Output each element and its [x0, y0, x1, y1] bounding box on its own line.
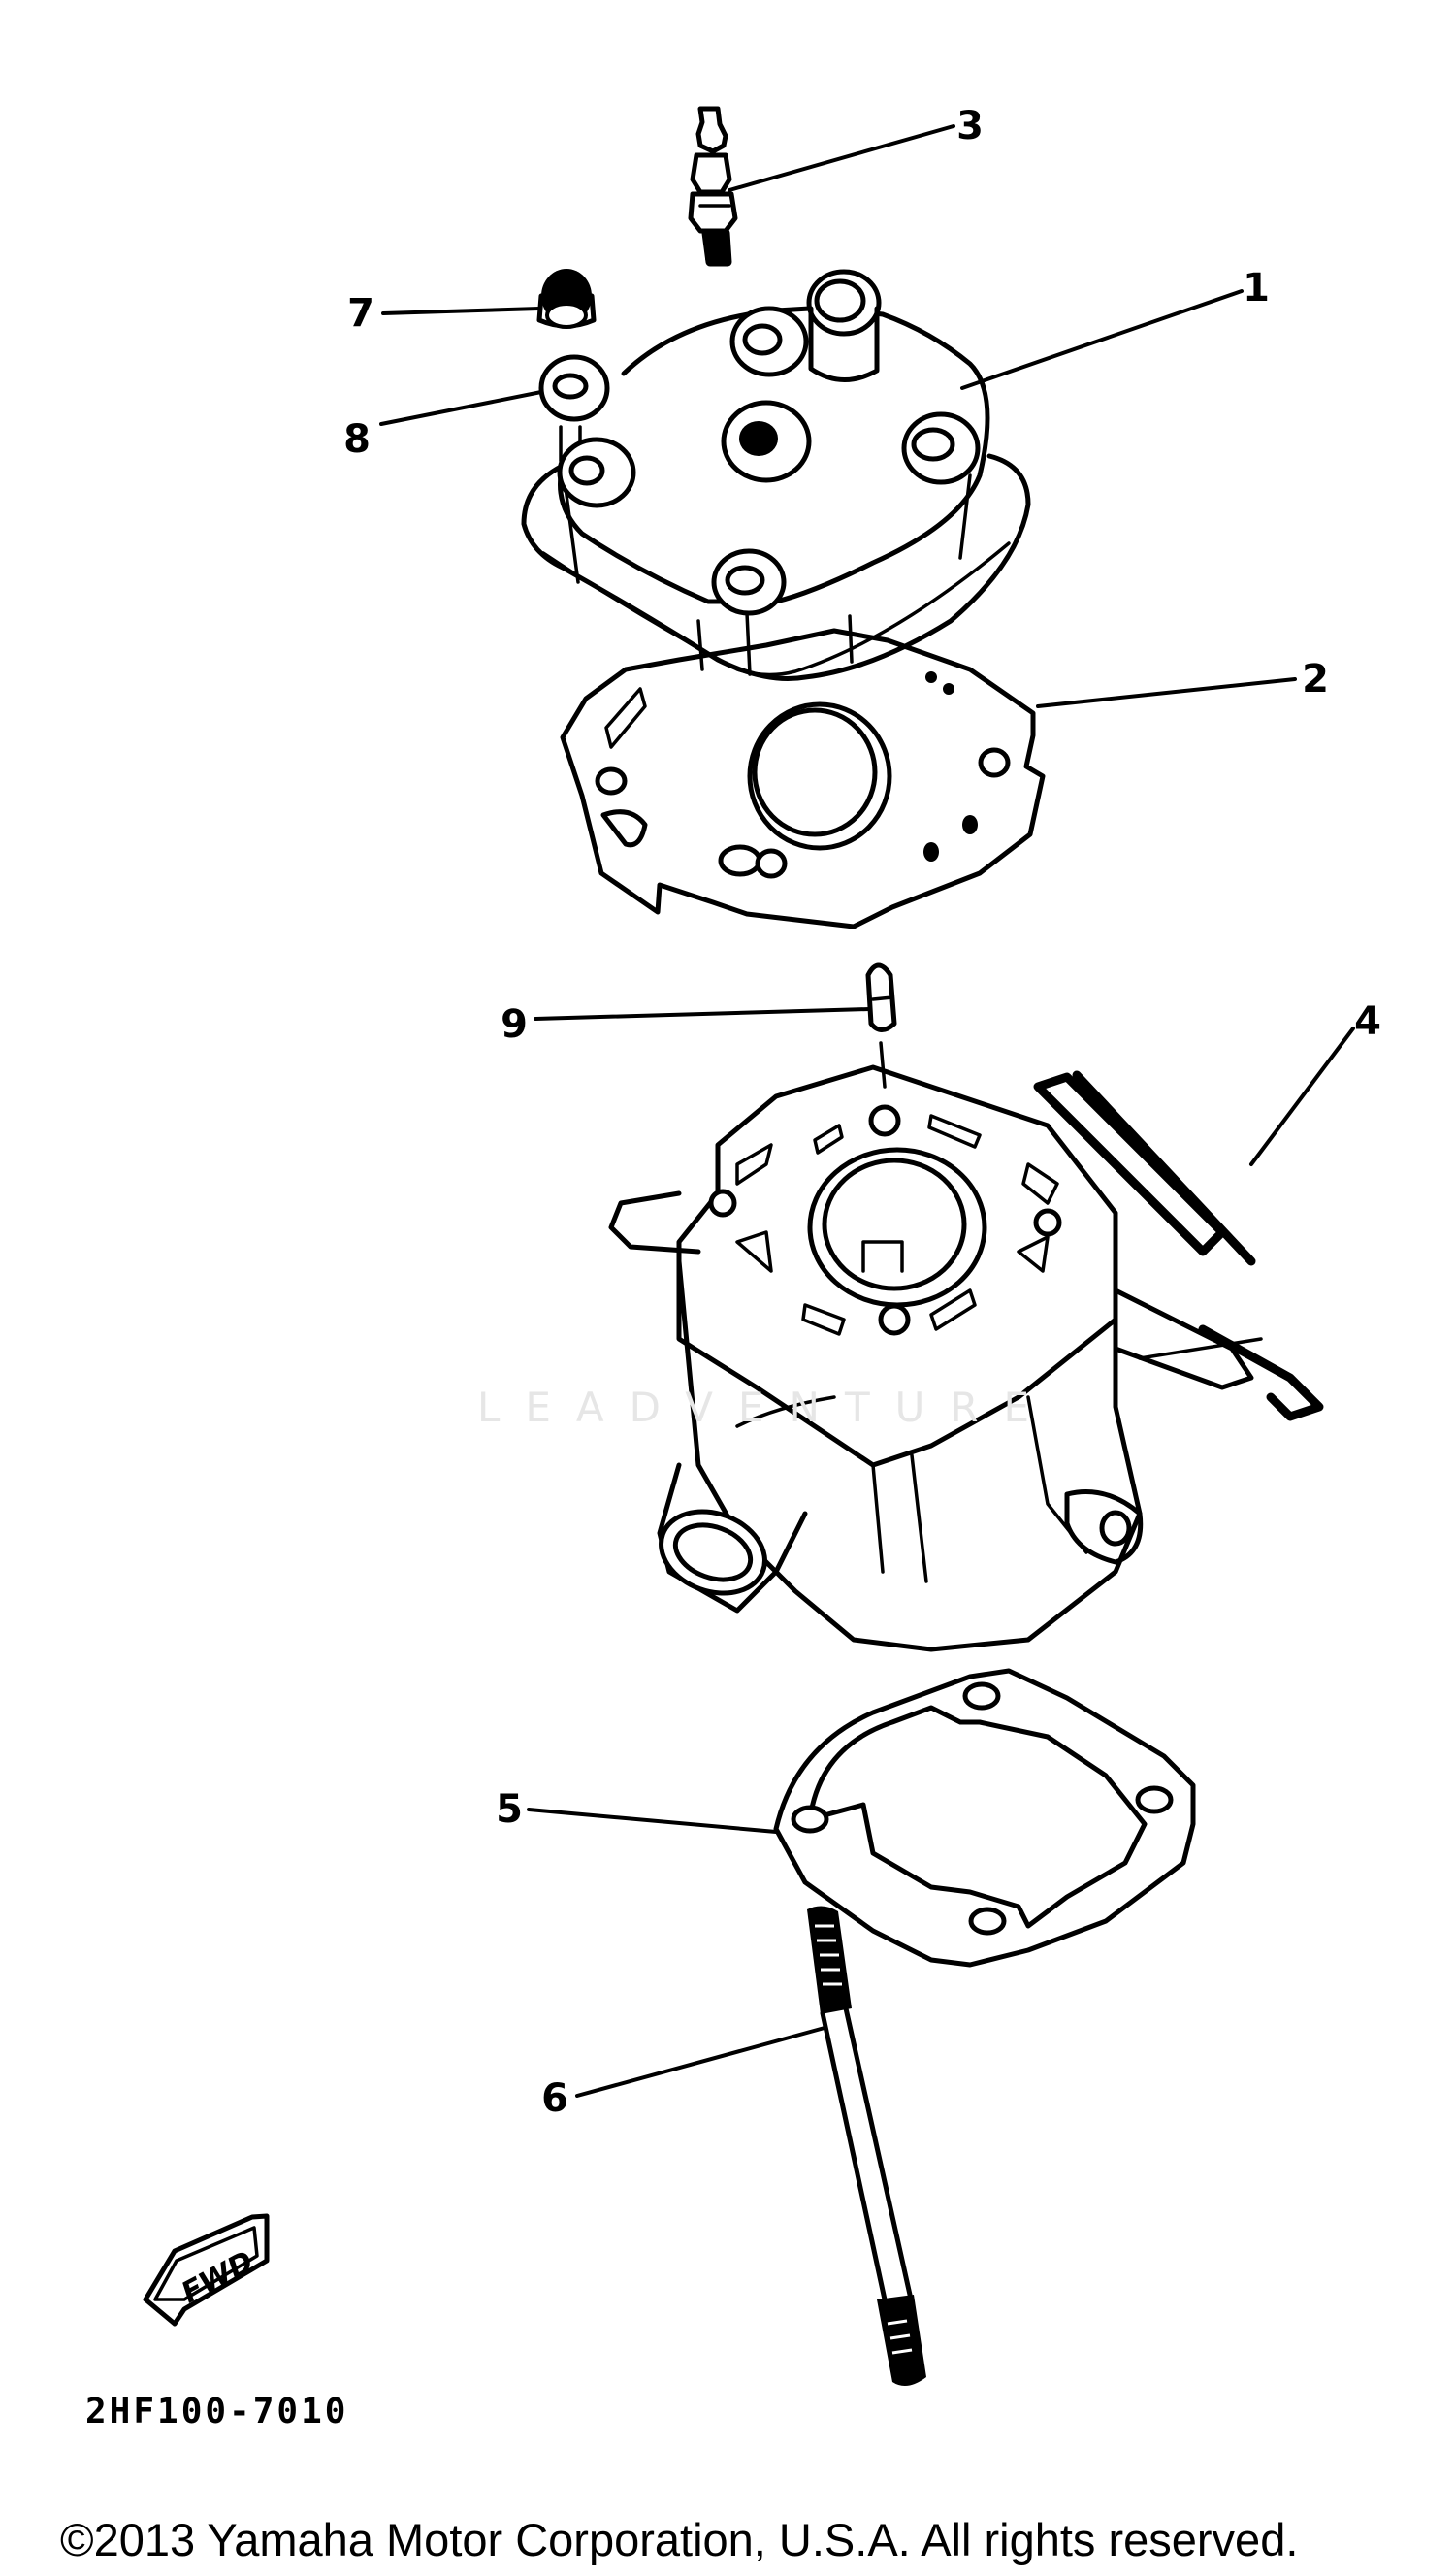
dowel-pin-part[interactable]: [534, 962, 897, 1089]
copyright-notice: ©2013 Yamaha Motor Corporation, U.S.A. A…: [60, 2514, 1299, 2565]
stud-bolt-part[interactable]: [575, 1906, 926, 2386]
callout-6: 6: [541, 2076, 568, 2121]
diagram-code: 2HF100-7010: [85, 2392, 349, 2431]
nut-part[interactable]: [381, 269, 597, 329]
callout-4: 4: [1354, 999, 1381, 1044]
cylinder-part[interactable]: [608, 1027, 1355, 1652]
callout-9: 9: [501, 1002, 528, 1047]
callout-3: 3: [956, 104, 984, 148]
callout-8: 8: [343, 417, 371, 462]
cylinder-head-part[interactable]: [521, 269, 1244, 682]
spark-plug-part[interactable]: [688, 106, 955, 267]
forward-arrow-icon: [143, 2213, 270, 2327]
cylinder-head-gasket-part[interactable]: [560, 628, 1297, 929]
callout-5: 5: [496, 1787, 523, 1832]
callout-2: 2: [1302, 657, 1329, 701]
cylinder-base-gasket-part[interactable]: [527, 1668, 1196, 1968]
callout-1: 1: [1243, 266, 1270, 310]
watermark: LEADVENTURE: [477, 1384, 1055, 1431]
callout-7: 7: [347, 291, 374, 336]
